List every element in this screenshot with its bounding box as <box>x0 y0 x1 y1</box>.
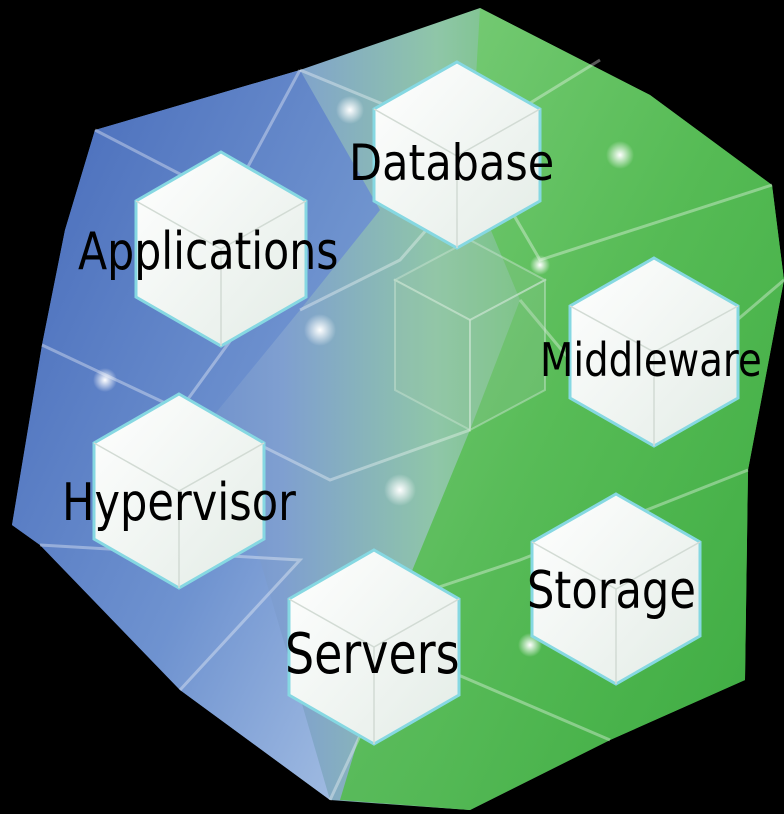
label-servers: Servers <box>285 622 460 687</box>
label-middleware: Middleware <box>540 333 762 387</box>
hexagon-database <box>372 60 542 250</box>
hexagon-storage <box>530 492 702 686</box>
label-storage: Storage <box>527 561 696 621</box>
label-hypervisor: Hypervisor <box>62 473 296 533</box>
hexagon-hypervisor <box>92 392 266 590</box>
label-applications: Applications <box>78 222 339 282</box>
hexagon-middleware <box>568 256 740 448</box>
inner-cube <box>392 238 548 432</box>
hexagon-applications <box>134 150 308 348</box>
hexagon-servers <box>287 548 461 746</box>
label-database: Database <box>349 134 555 192</box>
sparkles <box>93 96 634 657</box>
